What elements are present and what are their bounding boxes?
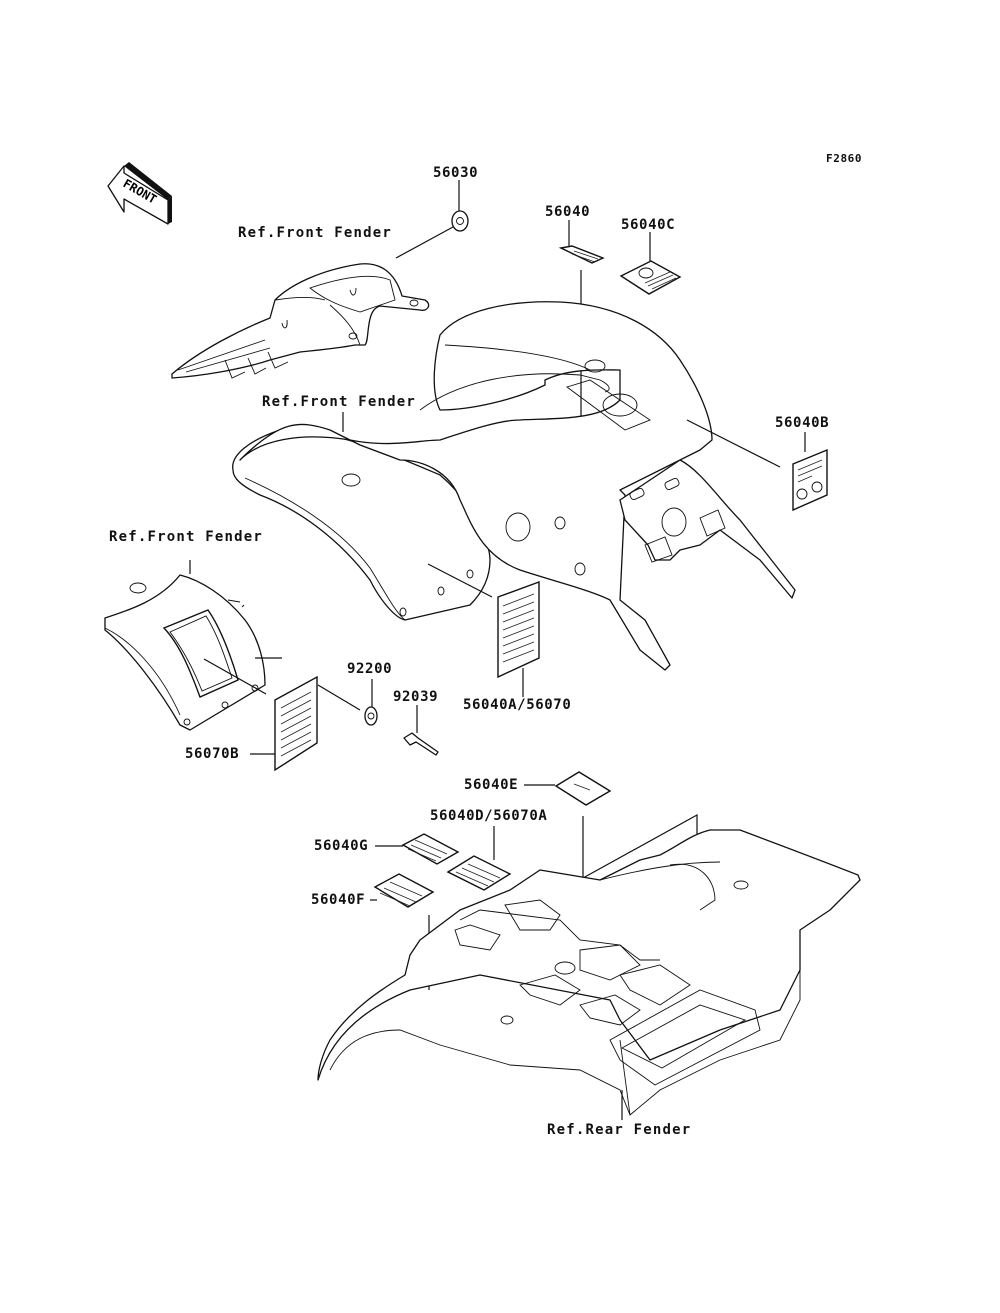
part-label-56040B: 56040B [775,415,830,431]
part-label-56040D-56070A: 56040D/56070A [430,808,548,824]
label-56040G [375,833,460,865]
label-56040A-56070 [427,563,540,697]
emblem-56030 [395,180,469,259]
part-label-56040A-56070: 56040A/56070 [463,697,572,713]
ref-rear-fender-label: Ref.Rear Fender [547,1122,692,1138]
ref-front-fender-label-1: Ref.Front Fender [238,225,393,241]
front-fender-main [232,301,796,671]
part-label-56040E: 56040E [464,777,519,793]
label-56040D-56070A [446,826,512,891]
part-label-56070B: 56070B [185,746,240,762]
part-label-92200: 92200 [347,661,393,677]
label-56040B [686,419,828,512]
part-label-56040: 56040 [545,204,591,220]
part-label-56040F: 56040F [311,892,366,908]
rivet-92039 [403,705,439,756]
part-label-56040C: 56040C [621,217,676,233]
front-arrow-icon: FRONT [107,162,172,225]
label-56040C [619,232,682,295]
ref-front-fender-label-3: Ref.Front Fender [109,529,264,545]
washer-92200 [364,679,378,726]
figure-id: F2860 [826,152,863,165]
label-56070B [250,675,361,772]
part-label-92039: 92039 [393,689,439,705]
front-fender-upper [171,263,430,379]
rear-fender [317,829,861,1120]
part-label-56040G: 56040G [314,838,369,854]
part-label-56030: 56030 [433,165,479,181]
front-fender-lower-left [104,560,282,731]
ref-front-fender-label-2: Ref.Front Fender [262,394,417,410]
